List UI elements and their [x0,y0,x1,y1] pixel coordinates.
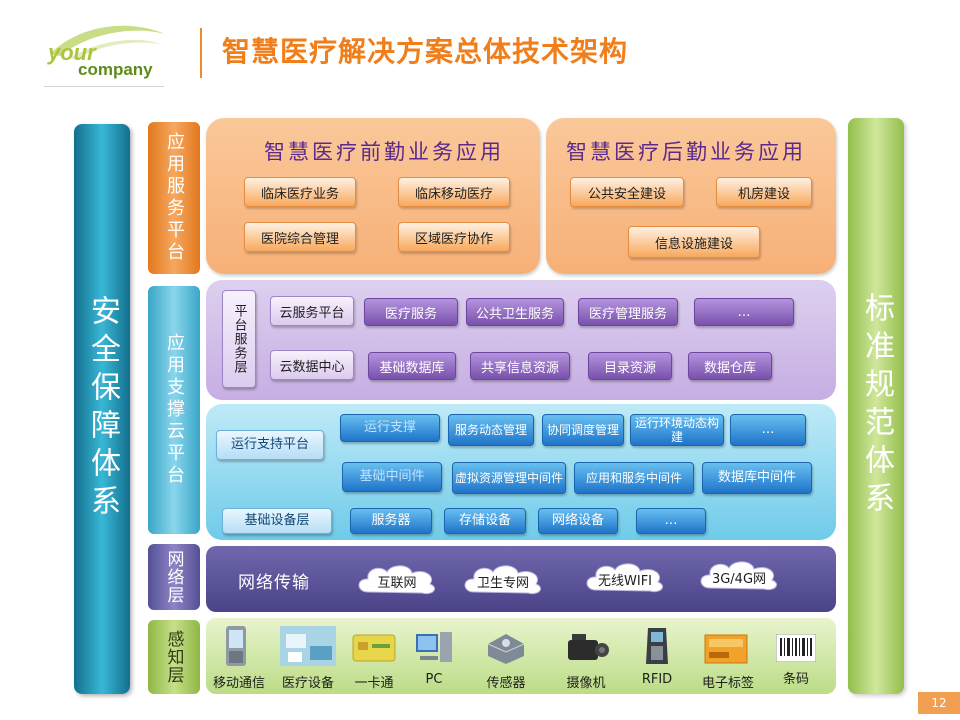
sensor-icon [487,634,525,664]
platform-item: 数据仓库 [688,352,772,380]
layer-label-network: 网络层 [148,544,200,610]
runtime-item: 运行支撑 [340,414,440,442]
platform-service-label: 平台服务层 [222,290,256,388]
page-title: 智慧医疗解决方案总体技术架构 [222,35,629,68]
security-system-pillar: 安全保障体系 [74,124,130,694]
sense-item-label: 条码 [782,672,809,687]
sense-item-label: 移动通信 [212,676,265,691]
front-app-item: 临床医疗业务 [244,177,356,207]
header-separator [200,28,202,78]
platform-item: 医疗管理服务 [578,298,678,326]
electronic-tag-icon [704,634,748,664]
runtime-item: 协同调度管理 [542,414,624,446]
runtime-item: 服务动态管理 [448,414,534,446]
sense-item-label: 一卡通 [354,676,394,691]
cloud-label: 卫生专网 [476,576,529,591]
logo-your: your [48,40,96,65]
runtime-item: 运行环境动态构建 [630,414,724,446]
sense-item-label: 电子标签 [701,676,754,691]
runtime-item: 基础设备层 [222,508,332,534]
front-app-title: 智慧医疗前勤业务应用 [264,140,504,164]
logo-company: company [78,60,153,79]
front-app-item: 区域医疗协作 [398,222,510,252]
mobile-phone-icon [226,626,246,666]
runtime-item: 应用和服务中间件 [574,462,694,494]
logo-divider [44,86,164,87]
sense-item-label: 摄像机 [566,676,606,691]
runtime-item: 数据库中间件 [702,462,812,494]
cloud-icon [700,561,777,591]
runtime-item: 基础中间件 [342,462,442,492]
platform-item: 基础数据库 [368,352,456,380]
page-number: 12 [918,692,960,714]
standards-system-pillar: 标准规范体系 [848,118,904,694]
camera-icon [568,634,609,660]
sense-item-label: PC [425,672,443,687]
sense-item-label: 传感器 [486,676,526,691]
runtime-support-platform: 运行支持平台 [216,430,324,460]
runtime-item: … [730,414,806,446]
platform-item: 目录资源 [588,352,672,380]
smart-card-icon [352,634,396,662]
back-app-item: 机房建设 [716,177,812,207]
layer-label-support: 应用支撑云平台 [148,286,200,534]
cloud-label: 无线WIFI [598,574,652,589]
platform-item: 云服务平台 [270,296,354,326]
cloud-icon [464,565,541,595]
back-app-item: 信息设施建设 [628,226,760,258]
front-app-item: 临床移动医疗 [398,177,510,207]
logo-swoosh-icon [50,25,165,60]
layer-label-sense: 感知层 [148,620,200,694]
network-title: 网络传输 [238,573,310,593]
cloud-icon [586,563,663,593]
sense-item-label: RFID [641,672,673,687]
cloud-label: 3G/4G网 [711,572,767,587]
back-app-title: 智慧医疗后勤业务应用 [566,140,806,164]
platform-item: … [694,298,794,326]
runtime-item: 网络设备 [538,508,618,534]
layer-label-app: 应用服务平台 [148,122,200,274]
platform-item: 公共卫生服务 [466,298,564,326]
cloud-icon [358,565,435,595]
cloud-label: 互联网 [377,576,417,591]
runtime-item: … [636,508,706,534]
platform-item: 云数据中心 [270,350,354,380]
pc-icon [416,632,452,662]
runtime-item: 存储设备 [444,508,526,534]
runtime-item: 虚拟资源管理中间件 [452,462,566,494]
sense-item-label: 医疗设备 [281,676,334,691]
rfid-reader-icon [646,628,668,664]
platform-item: 共享信息资源 [470,352,570,380]
barcode-icon [776,634,816,662]
platform-item: 医疗服务 [364,298,458,326]
runtime-item: 服务器 [350,508,432,534]
medical-equipment-icon [280,626,336,666]
front-app-item: 医院综合管理 [244,222,356,252]
back-app-item: 公共安全建设 [570,177,684,207]
